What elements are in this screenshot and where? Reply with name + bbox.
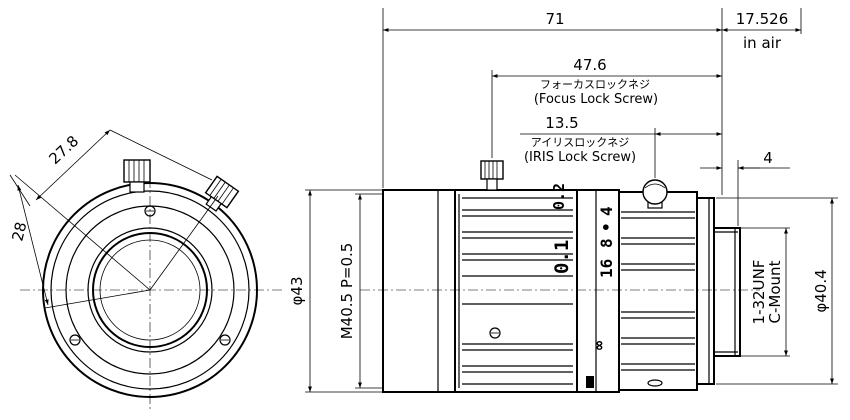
front-ring-4	[87, 227, 213, 353]
aperture-ring	[618, 191, 698, 391]
iris-lock-screw	[642, 179, 668, 209]
ext-line-c	[44, 289, 151, 309]
front-focus-knob	[123, 159, 151, 193]
focus-lock-label-en: (Focus Lock Screw)	[534, 92, 658, 107]
dim-flange-note: in air	[743, 34, 782, 52]
lens-hood	[382, 189, 456, 393]
front-glass-rim	[92, 232, 208, 348]
c-mount	[713, 227, 741, 357]
scale-ring	[576, 189, 620, 393]
mark-f4: 4	[597, 206, 616, 216]
mark-0-1: 0.1	[551, 240, 573, 274]
front-iris-knob	[204, 175, 240, 212]
dim-body-diameter: φ43	[288, 277, 306, 306]
mark-black-block	[586, 376, 594, 388]
dim-28-line	[17, 184, 49, 306]
mark-f8: 8	[597, 238, 616, 248]
iris-lock-label-en: (IRIS Lock Screw)	[524, 150, 636, 165]
mark-f16: 16	[597, 259, 616, 278]
dim-front-height: 28	[8, 220, 30, 243]
focus-ring-body	[454, 189, 578, 393]
dim-mount-diameter: φ40.4	[812, 269, 830, 312]
mark-infinity: ∞	[590, 341, 608, 350]
iris-axis-line	[149, 195, 219, 291]
dim-filter-thread: M40.5 P=0.5	[338, 243, 356, 340]
aperture-index-dot	[647, 379, 663, 387]
side-view: 0.2 0.1 ∞ 4 • 8 16 71 17.526 in air 47.6…	[288, 8, 838, 393]
front-glass	[99, 239, 201, 341]
dim-mount-type: C-Mount	[766, 260, 784, 323]
aperture-grooves	[621, 211, 695, 371]
dim-front-diagonal: 27.8	[45, 132, 82, 168]
front-ring-2	[50, 190, 250, 390]
focus-lock-label-jp: フォーカスロックネジ	[540, 78, 650, 91]
dim-overall-length: 71	[545, 10, 564, 28]
dim-focus-screw: 47.6	[573, 56, 606, 74]
dim-flange-back: 17.526	[736, 10, 789, 28]
grip-grooves	[462, 209, 573, 373]
focus-lock-screw	[480, 160, 504, 191]
front-view: 27.8 28	[8, 129, 285, 412]
side-screw	[489, 327, 501, 339]
dim-mount-length: 4	[763, 149, 773, 167]
iris-lock-label-jp: アイリスロックネジ	[531, 136, 629, 149]
ext-line-b	[109, 129, 213, 181]
rear-body	[696, 197, 715, 385]
dim-iris-screw: 13.5	[545, 114, 578, 132]
front-screw	[69, 205, 231, 346]
mark-dot: •	[597, 222, 616, 232]
mark-0-2: 0.2	[550, 183, 568, 210]
dim-mount-thread: 1-32UNF	[750, 260, 768, 325]
